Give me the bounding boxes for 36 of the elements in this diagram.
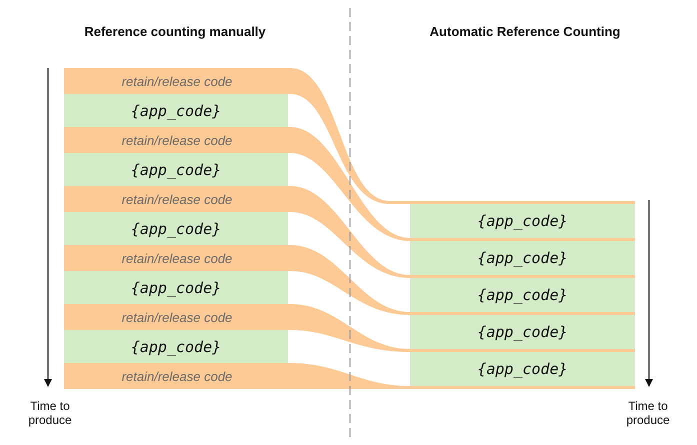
code-bar [64, 94, 288, 127]
code-bar [64, 153, 288, 186]
app-code-label: {app_code} [477, 249, 568, 267]
code-bar [64, 212, 288, 245]
app-code-label: {app_code} [477, 212, 568, 230]
app-code-label: {app_code} [130, 160, 222, 178]
app-code-label: {app_code} [130, 102, 222, 120]
code-bar [410, 278, 635, 312]
code-bar [64, 68, 290, 94]
app-code-label: {app_code} [477, 323, 568, 341]
code-label: retain/release code [122, 368, 232, 384]
code-label: retain/release code [122, 132, 232, 148]
app-code-label: {app_code} [130, 338, 222, 356]
code-bar [64, 127, 290, 153]
app-code-label: {app_code} [130, 278, 222, 296]
code-label: retain/release code [122, 310, 232, 324]
code-bar [64, 245, 290, 271]
code-bar [64, 330, 288, 363]
code-bar [410, 352, 635, 386]
code-label: retain/release code [122, 192, 232, 206]
column-heading: Reference counting manually [83, 24, 267, 39]
code-bar [410, 241, 635, 275]
app-code-label: {app_code} [130, 220, 222, 238]
app-code-label: {app_code} [477, 360, 568, 378]
code-bar [64, 271, 288, 304]
axis-label: Time to produce [625, 399, 671, 427]
code-bar [410, 204, 635, 238]
code-bar [410, 315, 635, 349]
column-heading: Automatic Reference Counting [428, 24, 622, 39]
code-label: retain/release code [122, 74, 232, 88]
code-bar [64, 363, 290, 389]
axis-label: Time to produce [27, 399, 73, 427]
code-label: retain/release code [122, 250, 232, 266]
code-bar [64, 186, 290, 212]
app-code-label: {app_code} [477, 286, 568, 304]
code-bar [64, 304, 290, 330]
